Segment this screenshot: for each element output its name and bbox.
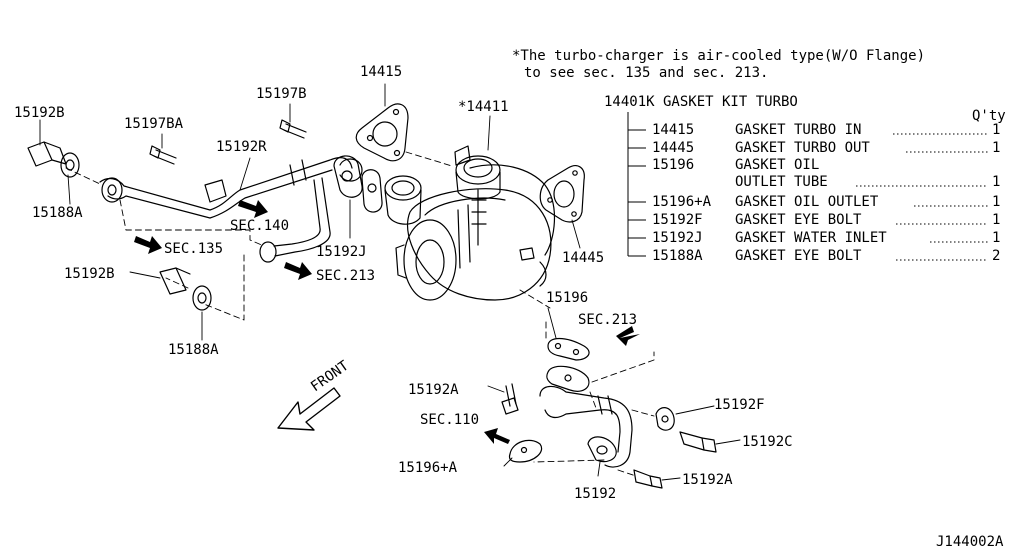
kit-row-qty: 1 — [992, 230, 1001, 246]
callout-15188A-bottom: 15188A — [168, 342, 219, 358]
leader-lines — [39, 83, 741, 481]
arrow-sec135 — [134, 236, 162, 254]
callout-15192J: 15192J — [316, 244, 367, 260]
callout-15188A-top: 15188A — [32, 205, 83, 221]
callout-15192B-top: 15192B — [14, 105, 65, 121]
kit-row-qty: 2 — [992, 248, 1001, 264]
note-line-2: to see sec. 135 and sec. 213. — [524, 65, 769, 81]
gasket-turbo-in — [355, 103, 409, 162]
gasket-water-inlet — [333, 155, 383, 213]
kit-row-part: 15192F — [652, 212, 703, 228]
eye-bolt-upper — [27, 141, 80, 178]
kit-row-desc: GASKET TURBO OUT — [735, 140, 870, 156]
kit-row-desc: GASKET WATER INLET — [735, 230, 887, 246]
callout-15192R: 15192R — [216, 139, 267, 155]
callout-sec213-left: SEC.213 — [316, 268, 376, 284]
kit-title: 14401K GASKET KIT TURBO — [604, 94, 798, 110]
note-line-1: *The turbo-charger is air-cooled type(W/… — [512, 48, 926, 64]
callout-14411: *14411 — [458, 99, 509, 115]
oil-outlet-assembly — [501, 337, 717, 489]
callout-15192B-bottom: 15192B — [64, 266, 115, 282]
callout-14445: 14445 — [562, 250, 605, 266]
callout-15196: 15196 — [546, 290, 589, 306]
callout-sec135: SEC.135 — [164, 241, 224, 257]
front-arrow-icon — [277, 387, 341, 431]
bolts-upper — [149, 119, 307, 165]
callout-15197BA: 15197BA — [124, 116, 184, 132]
callout-sec110: SEC.110 — [420, 412, 480, 428]
kit-row-part: 15196 — [652, 157, 695, 173]
kit-row-qty: 1 — [992, 140, 1001, 156]
kit-row-part: 15196+A — [652, 194, 712, 210]
callout-15192A-mid: 15192A — [408, 382, 459, 398]
kit-row-desc: GASKET OIL — [735, 157, 820, 173]
direction-arrows — [134, 200, 640, 444]
dashed-reference-lines — [65, 151, 655, 477]
arrow-sec213-left — [284, 262, 312, 280]
callout-15196A: 15196+A — [398, 460, 458, 476]
kit-row-part: 15188A — [652, 248, 703, 264]
callout-sec140: SEC.140 — [230, 218, 290, 234]
kit-row-desc-continued: OUTLET TUBE — [735, 174, 828, 190]
kit-row-part: 15192J — [652, 230, 703, 246]
callout-15192C: 15192C — [742, 434, 793, 450]
callout-14415: 14415 — [360, 64, 403, 80]
kit-row-part: 14415 — [652, 122, 695, 138]
kit-row-desc: GASKET EYE BOLT — [735, 248, 862, 264]
kit-qty-header: Q'ty — [972, 108, 1006, 124]
kit-row-desc: GASKET TURBO IN — [735, 122, 862, 138]
turbocharger-assembly — [384, 145, 556, 301]
arrow-sec213-right — [616, 326, 640, 346]
kit-row-desc: GASKET OIL OUTLET — [735, 194, 879, 210]
kit-row-desc: GASKET EYE BOLT — [735, 212, 862, 228]
callout-15192A-bottom: 15192A — [682, 472, 733, 488]
kit-row-qty: 1 — [992, 212, 1001, 228]
diagram-id: J144002A — [936, 534, 1004, 550]
arrow-sec140 — [238, 200, 268, 218]
kit-row-qty: 1 — [992, 122, 1001, 138]
gasket-turbo-out — [539, 165, 585, 223]
callout-15192: 15192 — [574, 486, 617, 502]
kit-row-qty: 1 — [992, 194, 1001, 210]
arrow-sec110 — [484, 428, 510, 444]
kit-row-part: 14445 — [652, 140, 695, 156]
callout-15197B: 15197B — [256, 86, 307, 102]
water-inlet-tube — [99, 157, 363, 263]
eye-bolt-lower — [159, 267, 212, 311]
callout-15192F: 15192F — [714, 397, 765, 413]
callout-sec213-right: SEC.213 — [578, 312, 638, 328]
kit-row-qty: 1 — [992, 174, 1001, 190]
